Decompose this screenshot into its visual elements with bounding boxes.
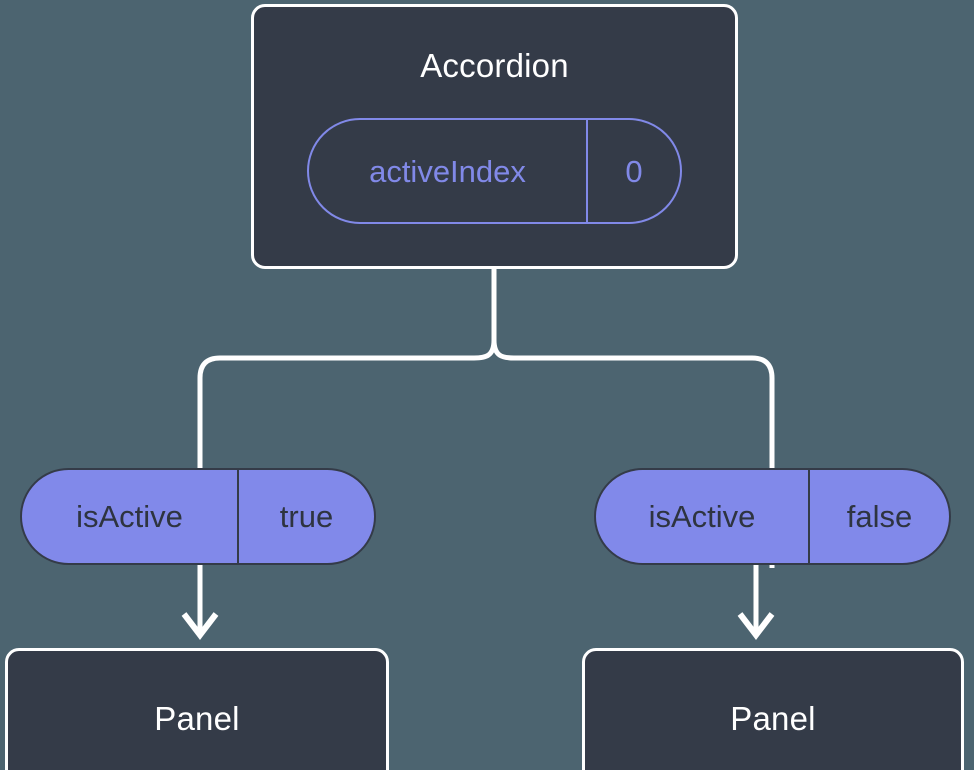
prop-pill-active-index[interactable]: activeIndex 0 xyxy=(307,118,682,224)
arrowhead-left-icon xyxy=(181,612,219,640)
prop-key-is-active-left: isActive xyxy=(76,499,183,534)
edge-root-to-left-prop xyxy=(197,337,497,473)
panel-component-node-right[interactable]: Panel xyxy=(582,648,964,770)
accordion-title: Accordion xyxy=(420,47,569,84)
prop-value-active-index: 0 xyxy=(586,120,680,222)
prop-key-active-index: activeIndex xyxy=(369,153,526,189)
arrowhead-right-icon xyxy=(737,612,775,640)
prop-pill-is-active-false[interactable]: isActive false xyxy=(594,468,951,565)
panel-title-left: Panel xyxy=(154,699,240,737)
panel-component-node-left[interactable]: Panel xyxy=(5,648,389,770)
prop-value-is-active-left: true xyxy=(237,470,374,563)
prop-pill-is-active-true[interactable]: isActive true xyxy=(20,468,376,565)
prop-value-is-active-right: false xyxy=(808,470,949,563)
panel-title-right: Panel xyxy=(730,699,816,737)
prop-key-is-active-right: isActive xyxy=(648,499,756,534)
edge-root-to-right-prop xyxy=(491,337,775,473)
